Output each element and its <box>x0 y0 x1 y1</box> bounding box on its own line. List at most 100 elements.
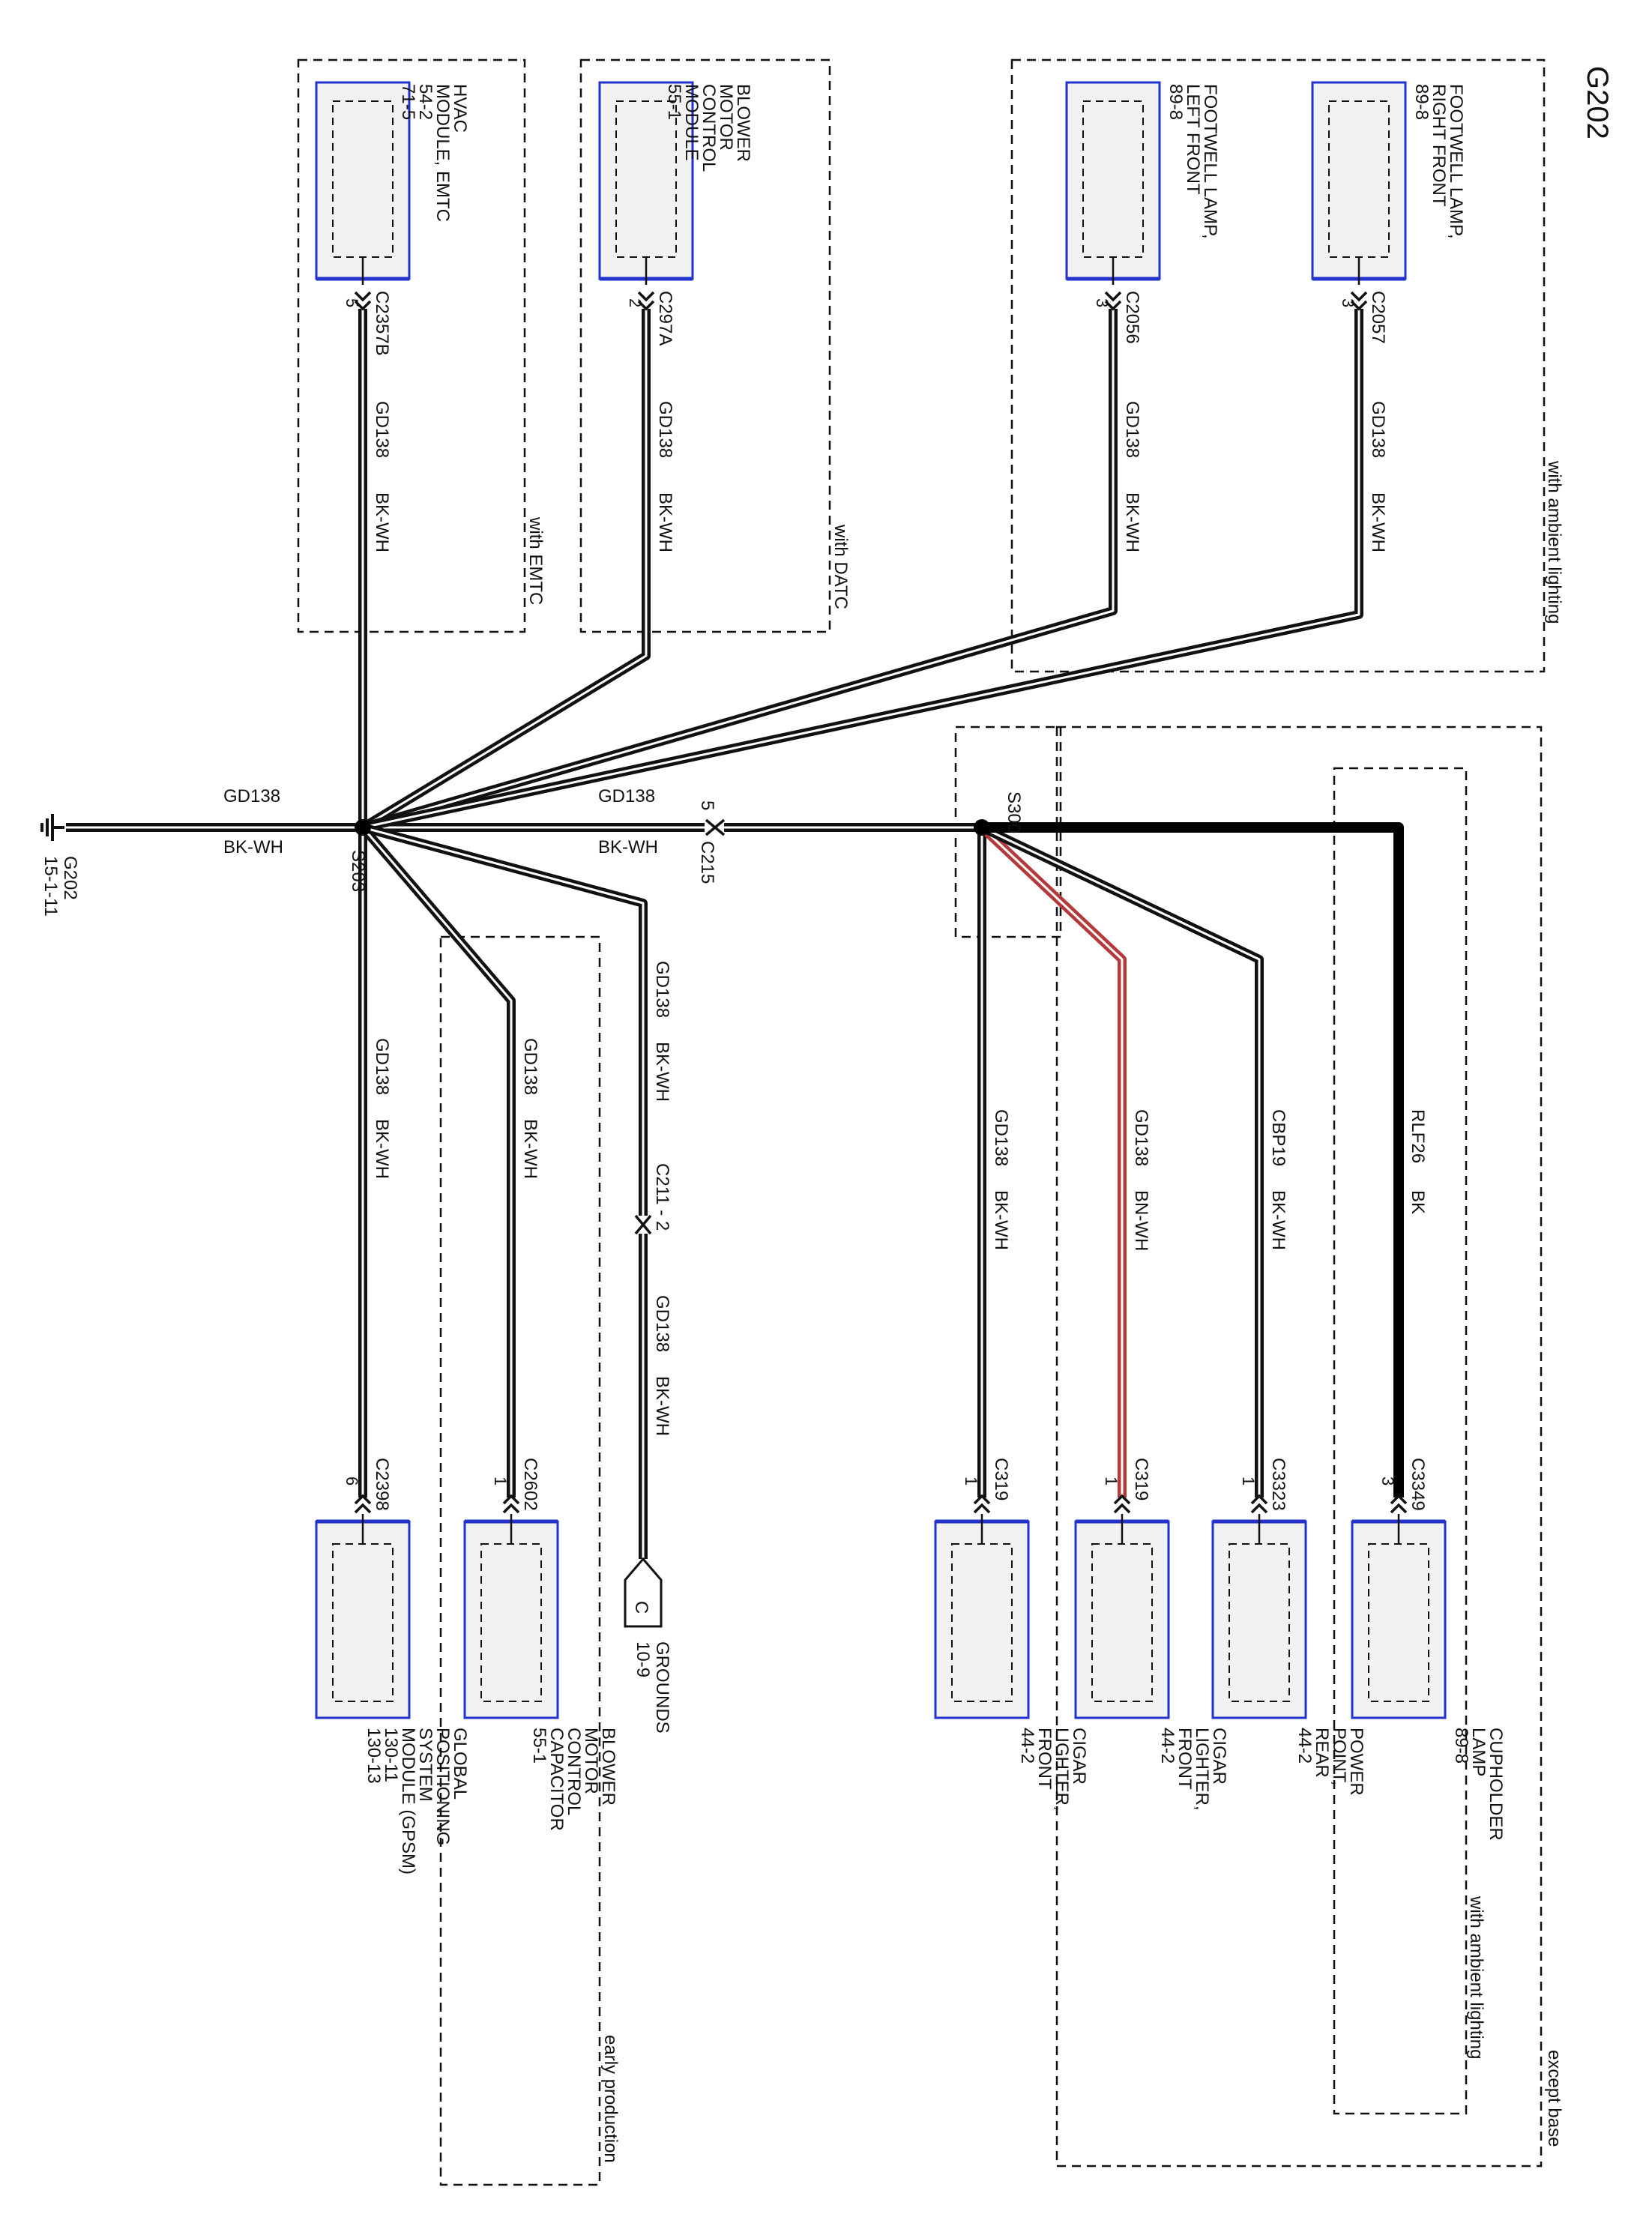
module-title-line: LAMP <box>1468 1728 1489 1776</box>
module-title-line: 89-8 <box>1166 84 1186 120</box>
ground-ref: 15-1-11 <box>40 856 61 917</box>
grounds-lower-circuit: GD138 <box>652 1295 672 1352</box>
connector-label: C2602 <box>520 1458 540 1511</box>
top-module: BLOWERMOTORCONTROLMODULE55-1C297A2GD138B… <box>598 81 753 552</box>
module-body <box>1065 81 1161 280</box>
module-title-line: MODULE (GPSM) <box>398 1728 418 1874</box>
module-title-line: MODULE <box>681 84 702 161</box>
grounds-ref-letter: C <box>631 1601 651 1614</box>
connector-symbol-icon <box>1113 1494 1131 1514</box>
connector-label: C3349 <box>1408 1458 1428 1511</box>
grounds-label-line-1: GROUNDS <box>652 1641 672 1734</box>
pin-number: 2 <box>626 298 645 307</box>
wire-circuit: GD138 <box>1368 401 1388 458</box>
grounds-ref-tag <box>624 1557 663 1628</box>
wire-circuit: CBP19 <box>1268 1109 1288 1166</box>
module-title-line: POSITIONING <box>432 1728 453 1845</box>
wire-circuit: GD138 <box>1131 1109 1151 1166</box>
wire-circuit: GD138 <box>372 401 392 458</box>
connector-symbol-icon <box>637 291 655 311</box>
module-body <box>1074 1520 1170 1719</box>
group-box-ambient-bottom <box>1333 767 1468 2115</box>
wire-circuit: GD138 <box>655 401 675 458</box>
module-body <box>315 1520 411 1719</box>
module-title-line: CONTROL <box>564 1728 584 1815</box>
module-title-line: 44-2 <box>1017 1728 1037 1764</box>
module-title-line: MOTOR <box>716 84 736 151</box>
top-module: FOOTWELL LAMP,RIGHT FRONT89-8C20573GD138… <box>1311 81 1466 552</box>
connector-symbol-icon <box>502 1494 520 1514</box>
connector-label: C2398 <box>372 1458 392 1511</box>
module-title-line: FRONT <box>1175 1728 1195 1790</box>
module-title-line: 44-2 <box>1157 1728 1178 1764</box>
wire-grounds-upper <box>361 823 648 1216</box>
wires <box>66 309 1404 1559</box>
connector-symbol-icon <box>354 291 372 311</box>
module-title-line: MOTOR <box>581 1728 601 1794</box>
wire-circuit: GD138 <box>372 1038 392 1095</box>
splice-s203-dot <box>355 819 371 836</box>
connector-c215 <box>705 818 726 836</box>
group-label-except-base: except base <box>1544 2050 1564 2147</box>
connector-label: C2056 <box>1122 291 1142 344</box>
group-box-emtc <box>297 58 526 633</box>
splice-s203-label: S203 <box>348 850 368 892</box>
group-label-ambient-top: with ambient lighting <box>1544 460 1564 624</box>
module-title-line: 55-1 <box>529 1728 549 1764</box>
module-title-line: LEFT FRONT <box>1183 84 1203 195</box>
module-body <box>315 81 411 280</box>
wire-footwell-right <box>361 309 1363 832</box>
main-wire-color-left: BK-WH <box>223 837 283 857</box>
wire-color: BK-WH <box>991 1190 1011 1250</box>
module-title-line: CUPHOLDER <box>1486 1728 1506 1841</box>
module-body <box>1351 1520 1447 1719</box>
pin-number: 3 <box>1339 298 1357 307</box>
pin-number: 5 <box>343 298 361 307</box>
pin-number: 6 <box>343 1477 361 1485</box>
main-wire-color-right: BK-WH <box>598 837 658 857</box>
module-title-line: 54-2 <box>415 84 435 120</box>
main-wire-circuit-left: GD138 <box>223 786 280 806</box>
connector-symbol-icon <box>1390 1494 1408 1514</box>
group-label-emtc: with EMTC <box>525 516 546 605</box>
ground-id: G202 <box>60 856 80 900</box>
module-body <box>934 1520 1030 1719</box>
wire-circuit: GD138 <box>520 1038 540 1095</box>
pin-number: 1 <box>962 1477 980 1485</box>
module-title-line: 89-8 <box>1451 1728 1471 1764</box>
module-title-line: RIGHT FRONT <box>1429 84 1449 207</box>
splice-s300-dot <box>974 819 990 836</box>
group-box-except-base <box>1055 726 1543 2168</box>
module-title-line: GLOBAL <box>450 1728 470 1800</box>
wire-color: BK-WH <box>655 492 675 552</box>
module-body <box>463 1520 559 1719</box>
module-title-line: 130-11 <box>381 1728 401 1782</box>
wire-circuit: GD138 <box>1122 401 1142 458</box>
wire-color: BK-WH <box>372 492 392 552</box>
module-title-line: CIGAR <box>1209 1728 1229 1785</box>
connector-c211 <box>634 1214 652 1235</box>
c215-label: C215 <box>697 841 717 884</box>
connector-symbol-icon <box>1250 1494 1268 1514</box>
ground-symbol-icon <box>40 814 64 841</box>
wire-cupholder <box>982 822 1404 1505</box>
module-title-line: 71-5 <box>398 84 418 120</box>
top-module: FOOTWELL LAMP,LEFT FRONT89-8C20563GD138B… <box>1065 81 1220 552</box>
module-body <box>1211 1520 1307 1719</box>
wire-color: BK-WH <box>1368 492 1388 552</box>
connector-symbol-icon <box>973 1494 991 1514</box>
module-title-line: HVAC <box>450 84 470 133</box>
module-title-line: POINT, <box>1329 1728 1349 1785</box>
bottom-module: BLOWERMOTORCONTROLCAPACITOR55-1C26021GD1… <box>463 1038 618 1831</box>
grounds-upper-circuit: GD138 <box>652 961 672 1018</box>
group-box-datc <box>579 58 831 633</box>
wire-color: BK <box>1408 1190 1428 1214</box>
module-title-line: MODULE, EMTC <box>432 84 453 222</box>
module-title-line: 55-1 <box>664 84 684 120</box>
grounds-lower-color: BK-WH <box>652 1376 672 1436</box>
